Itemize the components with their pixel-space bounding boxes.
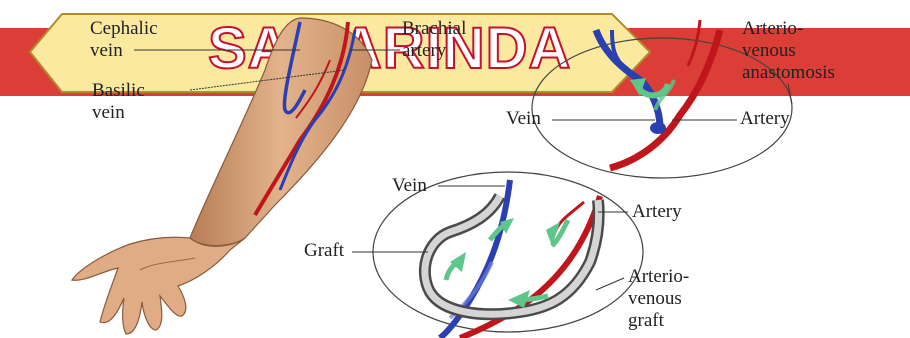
label-av-graft-line2: venous [628, 288, 682, 309]
label-basilic-line2: vein [92, 102, 125, 123]
label-av-anastomosis-line2: venous [742, 40, 796, 61]
label-vein-bottom: Vein [392, 175, 427, 196]
label-graft: Graft [304, 240, 345, 261]
label-cephalic-line2: vein [90, 40, 123, 61]
leader-av-graft [596, 278, 624, 290]
label-cephalic-line1: Cephalic [90, 18, 158, 39]
hand [72, 237, 245, 334]
label-vein-top: Vein [506, 108, 541, 129]
label-brachial-line1: Brachial [402, 18, 466, 39]
anastomosis-junction [650, 122, 666, 134]
label-artery-top: Artery [740, 108, 790, 129]
label-basilic-line1: Basilic [92, 80, 145, 101]
banner-text: SAMARINDA [208, 16, 571, 81]
inset-av-graft [373, 172, 643, 338]
label-artery-bottom: Artery [632, 201, 682, 222]
label-brachial-line2: artery [402, 40, 447, 61]
label-av-anastomosis-line1: Arterio- [742, 18, 803, 39]
bottom-artery-branch [556, 202, 584, 230]
label-av-anastomosis-line3: anastomosis [742, 62, 835, 83]
label-av-graft-line3: graft [628, 310, 665, 331]
label-av-graft-line1: Arterio- [628, 266, 689, 287]
